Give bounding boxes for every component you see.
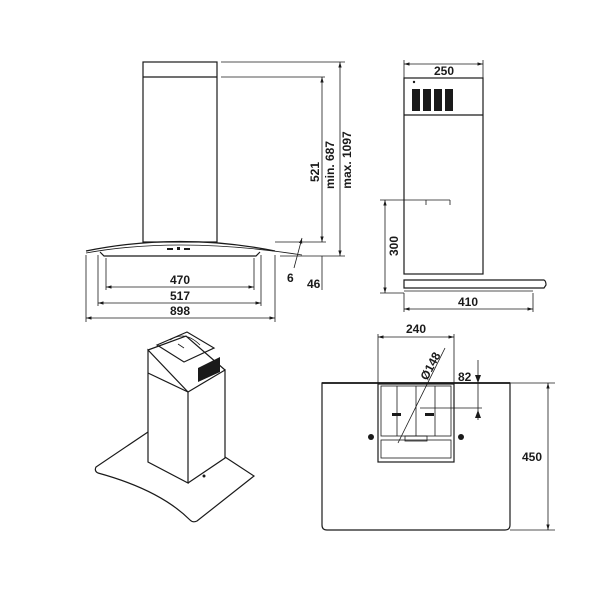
dim-line-6	[293, 237, 303, 269]
dim-canopy-height: 46	[307, 277, 321, 291]
front-view: 521 min. 687 max. 1097 6 46 470 517 898	[85, 61, 354, 322]
dim-outlet-offset: 82	[458, 370, 472, 384]
canopy-body	[99, 251, 261, 257]
glass-top-edge	[85, 240, 276, 252]
dim-overall-width: 898	[170, 304, 190, 318]
dim-max-height: max. 1097	[340, 131, 354, 189]
dim-inner-width: 470	[170, 273, 190, 287]
dim-mid-width: 517	[170, 289, 190, 303]
top-canopy	[321, 382, 511, 531]
side-chimney	[403, 77, 484, 275]
dim-chimney-width: 240	[406, 322, 426, 336]
glass-edge	[85, 244, 303, 256]
iso-chimney-side	[187, 368, 226, 484]
dim-overall-depth: 410	[458, 295, 478, 309]
dim-chimney-depth: 250	[434, 64, 454, 78]
screw-dot	[412, 80, 416, 84]
mount-right	[458, 434, 464, 440]
iso-vent	[198, 357, 220, 382]
dim-bracket-height: 300	[387, 236, 401, 256]
isometric-view	[94, 331, 256, 523]
side-canopy	[403, 279, 547, 289]
chimney-body	[142, 61, 218, 243]
iso-glass	[94, 431, 256, 523]
dim-outlet-diameter: Ø148	[417, 350, 443, 383]
dim-line-diameter	[397, 347, 446, 444]
dim-top-depth: 450	[522, 450, 542, 464]
mount-left	[368, 434, 374, 440]
dim-min-height: min. 687	[323, 141, 337, 189]
top-view: 240 Ø148 82 450	[321, 322, 555, 531]
dim-glass-thickness: 6	[287, 271, 294, 285]
top-chimney	[377, 383, 455, 463]
iso-chimney-front	[147, 348, 189, 484]
dim-chimney-height: 521	[308, 162, 322, 182]
side-view: 250 300 410	[380, 60, 547, 312]
vent-grille	[412, 89, 453, 111]
control-panel	[167, 247, 190, 250]
